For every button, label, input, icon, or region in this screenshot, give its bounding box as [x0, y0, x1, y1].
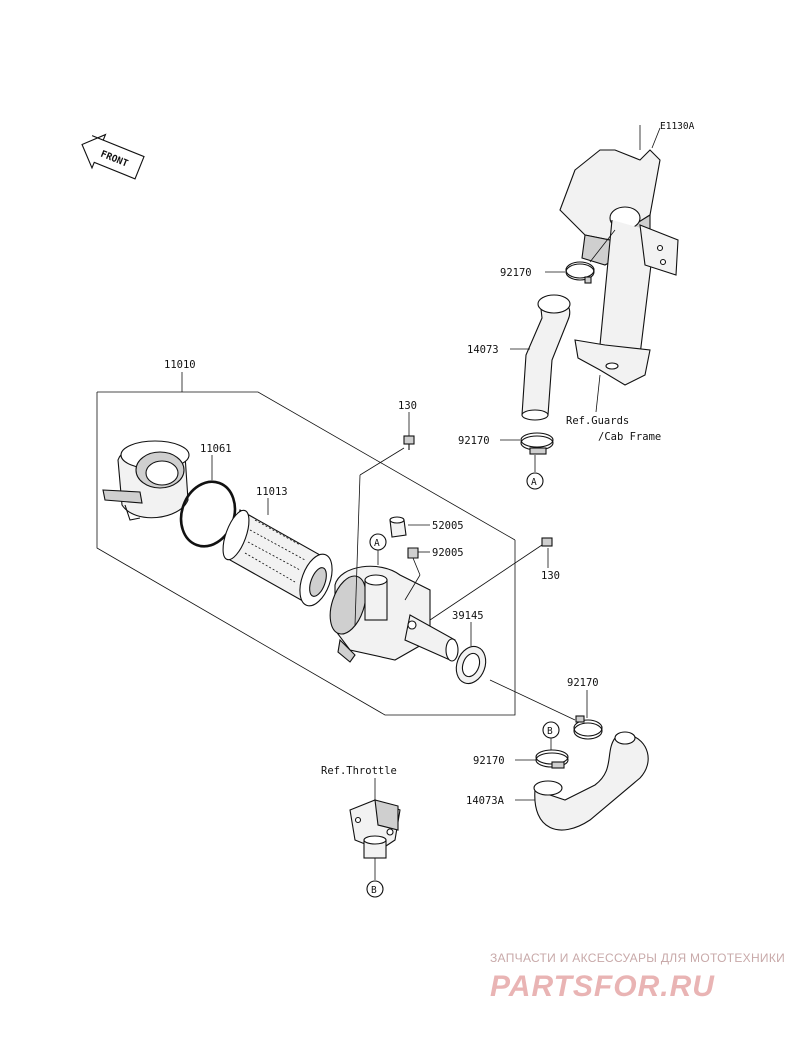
watermark-tagline: ЗАПЧАСТИ И АКСЕССУАРЫ ДЛЯ МОТОТЕХНИКИ — [490, 951, 785, 965]
label-11061: 11061 — [200, 443, 232, 455]
filter-11013-illustration — [222, 509, 333, 607]
label-14073: 14073 — [467, 344, 499, 356]
label-92170-top: 92170 — [500, 267, 532, 279]
hose-14073-illustration — [521, 294, 571, 421]
label-92170-mid: 92170 — [458, 435, 490, 447]
label-ref-throttle: Ref.Throttle — [321, 765, 397, 777]
marker-a-housing: A — [369, 533, 387, 551]
bolt-130-right — [429, 537, 553, 621]
clamp-92170-upper — [565, 261, 595, 284]
air-cleaner-housing-illustration — [329, 565, 459, 663]
label-92005: 92005 — [432, 547, 464, 559]
svg-text:B: B — [547, 726, 553, 737]
label-11010: 11010 — [164, 359, 196, 371]
label-130-right: 130 — [541, 570, 560, 582]
label-11013: 11013 — [256, 486, 288, 498]
bolt-130-upper — [354, 435, 415, 626]
leader-lines — [211, 229, 616, 880]
clamp-92170-right — [573, 715, 603, 740]
label-92170-right: 92170 — [567, 677, 599, 689]
throttle-body-illustration — [349, 799, 401, 859]
clamp-92170-mid — [520, 432, 554, 455]
marker-a-upper: A — [526, 472, 544, 490]
diagram-code: E1130A — [660, 121, 695, 132]
air-cleaner-cap-illustration — [102, 440, 190, 521]
marker-b-hose: B — [542, 721, 560, 739]
fitting-92005-illustration — [404, 547, 421, 601]
label-52005: 52005 — [432, 520, 464, 532]
hose-14073A-illustration — [533, 731, 649, 831]
label-ref-guards: Ref.Guards — [566, 415, 629, 427]
svg-text:A: A — [531, 477, 537, 488]
svg-text:A: A — [374, 538, 380, 549]
ring-39145-illustration — [455, 645, 487, 685]
clamp-92170-lower — [535, 749, 569, 769]
cab-frame-illustration — [559, 125, 679, 386]
front-arrow-icon: FRONT — [81, 133, 145, 180]
label-14073A: 14073A — [466, 795, 505, 807]
watermark-logo: PARTSFOR.RU — [490, 970, 715, 1003]
cap-52005-illustration — [389, 516, 407, 538]
label-39145: 39145 — [452, 610, 484, 622]
label-92170-lower: 92170 — [473, 755, 505, 767]
assembly-11010-outline — [96, 372, 516, 716]
label-cab-frame: /Cab Frame — [598, 431, 661, 443]
label-130-upper: 130 — [398, 400, 417, 412]
marker-b-throttle: B — [366, 880, 384, 898]
svg-text:B: B — [371, 885, 377, 896]
